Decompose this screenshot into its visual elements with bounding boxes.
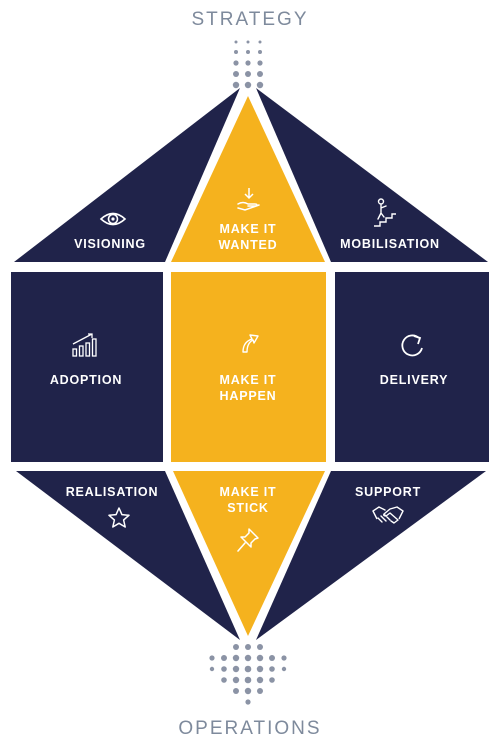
refresh-icon	[401, 334, 423, 357]
pushpin-icon	[237, 528, 259, 552]
make-it-happen-panel	[171, 272, 326, 462]
hand-arrow-icon	[237, 188, 260, 211]
make-it-wanted-line1: MAKE IT	[219, 222, 277, 236]
visioning-panel	[14, 88, 240, 262]
support-panel	[256, 471, 486, 640]
make-it-stick-label: MAKE IT STICK	[198, 484, 298, 516]
adoption-label: ADOPTION	[49, 373, 123, 387]
eye-icon	[99, 212, 127, 226]
star-icon	[108, 507, 130, 528]
make-it-stick-line1: MAKE IT	[219, 485, 277, 499]
make-it-happen-line1: MAKE IT	[219, 373, 277, 387]
realisation-label: REALISATION	[65, 485, 159, 499]
make-it-stick-line2: STICK	[227, 501, 269, 515]
delivery-panel	[335, 272, 489, 462]
make-it-wanted-label: MAKE IT WANTED	[198, 221, 298, 253]
bottom-dot-arrow	[209, 644, 287, 705]
make-it-happen-line2: HAPPEN	[219, 389, 277, 403]
stairs-climber-icon	[374, 198, 396, 227]
arrow-up-icon	[242, 334, 259, 353]
top-dot-arrow	[232, 40, 264, 89]
make-it-wanted-line2: WANTED	[218, 238, 278, 252]
delivery-label: DELIVERY	[379, 373, 449, 387]
growth-chart-icon	[72, 333, 97, 357]
operations-heading: OPERATIONS	[178, 718, 322, 739]
realisation-panel	[16, 471, 240, 640]
mobilisation-panel	[256, 88, 488, 262]
adoption-panel	[11, 272, 163, 462]
handshake-icon	[372, 506, 404, 524]
mobilisation-label: MOBILISATION	[340, 237, 440, 251]
support-label: SUPPORT	[354, 485, 422, 499]
make-it-wanted-panel	[171, 96, 325, 262]
strategy-heading: STRATEGY	[191, 9, 309, 30]
make-it-happen-label: MAKE IT HAPPEN	[198, 372, 298, 404]
visioning-label: VISIONING	[74, 237, 146, 251]
make-it-stick-panel	[173, 471, 325, 636]
